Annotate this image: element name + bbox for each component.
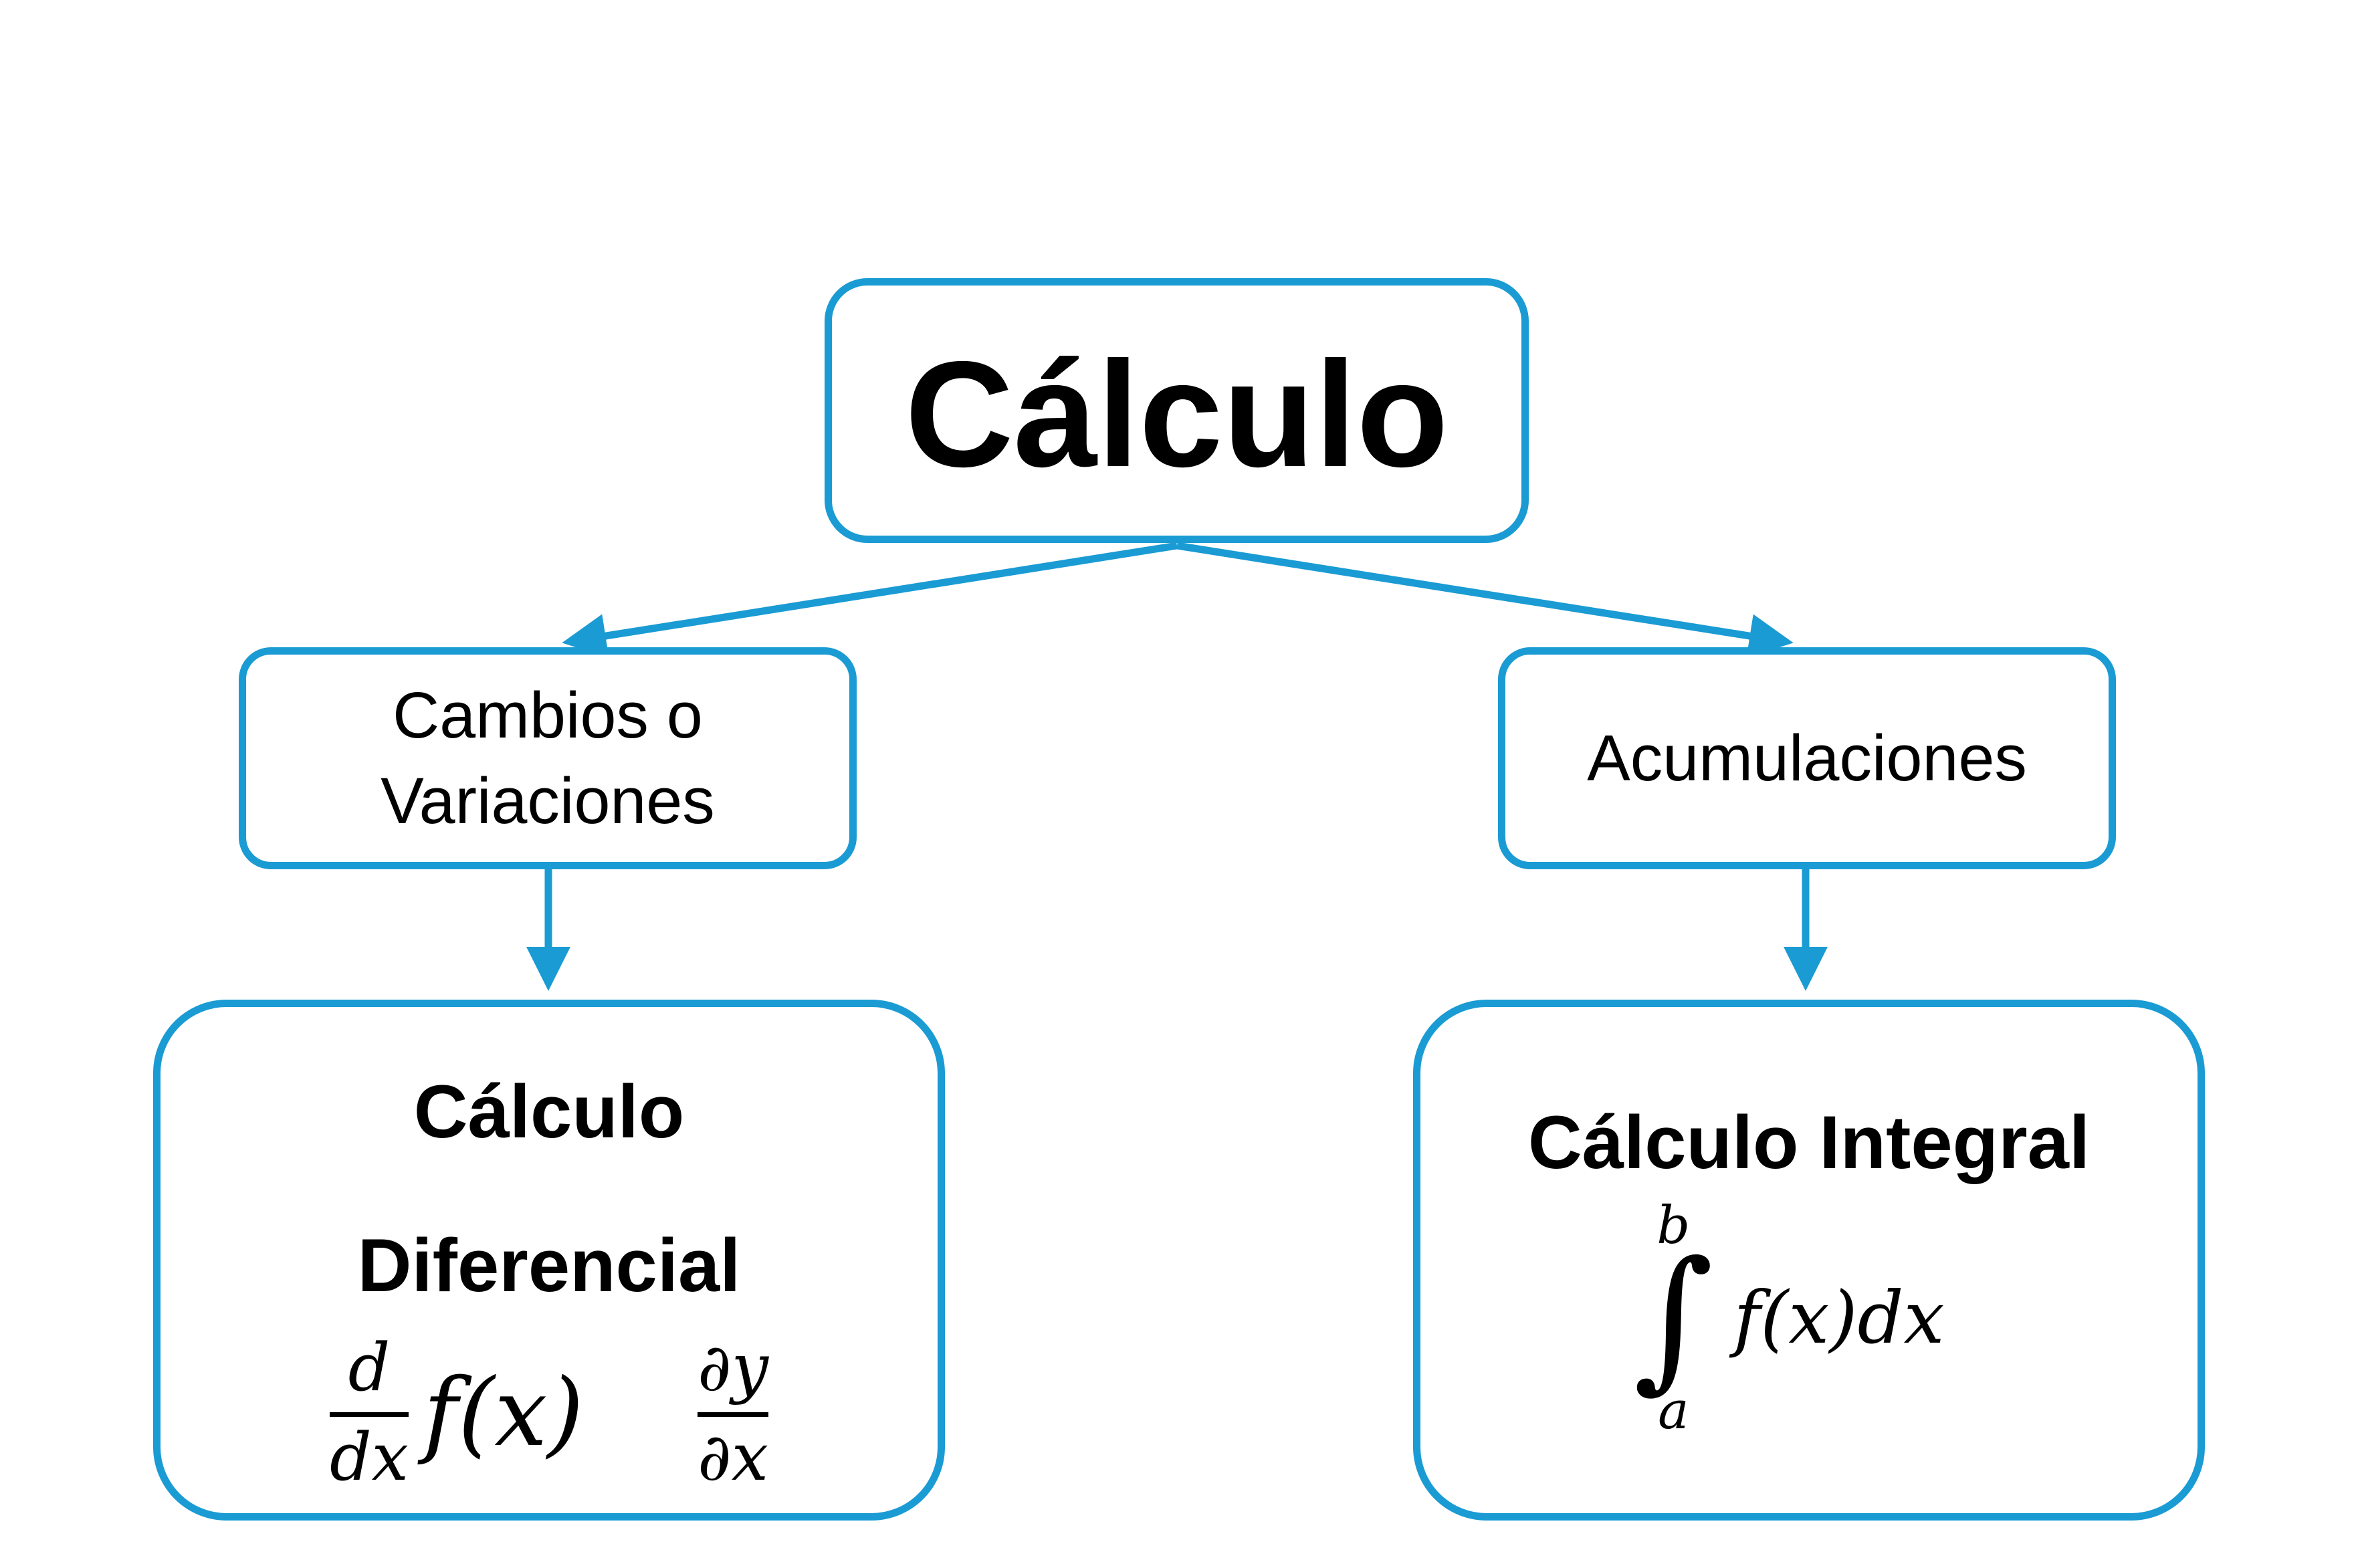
integral-lower-limit: a xyxy=(1658,1381,1689,1442)
partial-derivative-fraction: ∂y ∂x xyxy=(697,1330,769,1496)
fraction-bar xyxy=(329,1412,409,1418)
derivative-formulas: d dx f(x) ∂y ∂x xyxy=(329,1330,769,1496)
leaf-title-line-2: Diferencial xyxy=(357,1223,741,1307)
ordinary-derivative-fraction: d dx xyxy=(329,1330,409,1496)
arrow-root-to-cambios xyxy=(562,542,1178,658)
integral-sign: ∫ xyxy=(1633,1228,1714,1408)
root-title: Cálculo xyxy=(905,329,1449,498)
integral-limits: b ∫ a xyxy=(1633,1200,1713,1438)
fraction-numerator: d xyxy=(348,1330,391,1407)
leaf-node-calculo-diferencial: Cálculo Diferencial d dx f(x) ∂y ∂x xyxy=(153,1000,945,1521)
partial-numerator: ∂y xyxy=(697,1330,769,1407)
leaf-title-line-1: Cálculo xyxy=(413,1070,685,1153)
derivative-operand: f(x) xyxy=(423,1358,584,1468)
definite-integral-formula: b ∫ a f(x)dx xyxy=(1633,1200,1944,1438)
branch-label: Acumulaciones xyxy=(1587,721,2027,794)
root-node-calculo: Cálculo xyxy=(825,278,1529,543)
partial-fraction-bar xyxy=(697,1412,769,1418)
fraction-denominator: dx xyxy=(329,1420,409,1496)
integral-upper-limit: b xyxy=(1656,1195,1691,1256)
leaf-title: Cálculo Integral xyxy=(1527,1101,2091,1184)
branch-node-acumulaciones: Acumulaciones xyxy=(1498,647,2116,869)
integrand: f(x)dx xyxy=(1733,1276,1945,1360)
leaf-node-calculo-integral: Cálculo Integral b ∫ a f(x)dx xyxy=(1413,1000,2205,1521)
branch-label-line-2: Variaciones xyxy=(381,764,715,837)
branch-label-line-1: Cambios o xyxy=(393,678,703,752)
arrow-root-to-acumulaciones xyxy=(1176,542,1794,658)
branch-node-cambios: Cambios o Variaciones xyxy=(239,647,857,869)
partial-denominator: ∂x xyxy=(698,1420,768,1496)
